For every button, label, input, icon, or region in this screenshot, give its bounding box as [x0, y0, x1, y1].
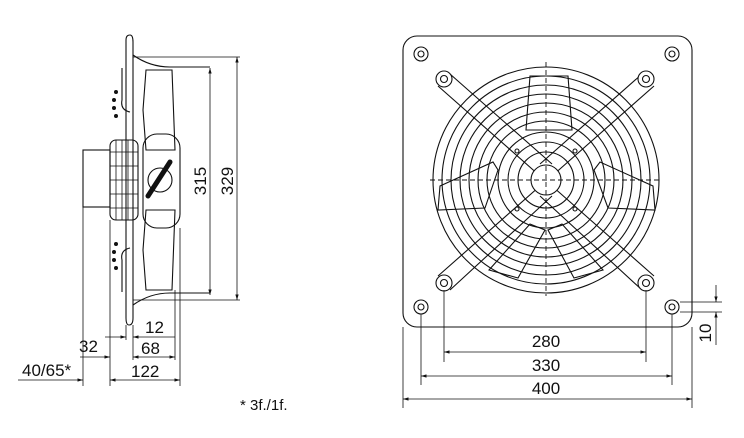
front-view: 280 330 400 10 [402, 35, 722, 408]
guard-rivets [112, 90, 118, 270]
fan-blade-bottom [142, 209, 176, 291]
dim-12: 12 [145, 318, 164, 337]
dim-400: 400 [532, 379, 560, 398]
side-view: 315 329 12 32 68 40/65* 122 [18, 34, 240, 386]
fan-hub [142, 133, 181, 229]
dim-122: 122 [131, 362, 159, 381]
rivets [514, 148, 578, 212]
mounting-plate [402, 35, 693, 328]
dim-68: 68 [141, 339, 160, 358]
dim-280: 280 [532, 332, 560, 351]
dim-315: 315 [191, 167, 210, 195]
dim-40-65: 40/65* [22, 361, 72, 380]
mounting-plate-side [125, 34, 134, 326]
fan-blades [437, 75, 656, 279]
terminal-box [82, 149, 111, 208]
fan-blade-top [142, 69, 176, 151]
dim-10: 10 [696, 324, 715, 343]
dim-330: 330 [532, 356, 560, 375]
dim-32: 32 [79, 337, 98, 356]
dim-329: 329 [218, 167, 237, 195]
guard-wire [121, 68, 131, 292]
footnote: * 3f./1f. [240, 397, 288, 414]
